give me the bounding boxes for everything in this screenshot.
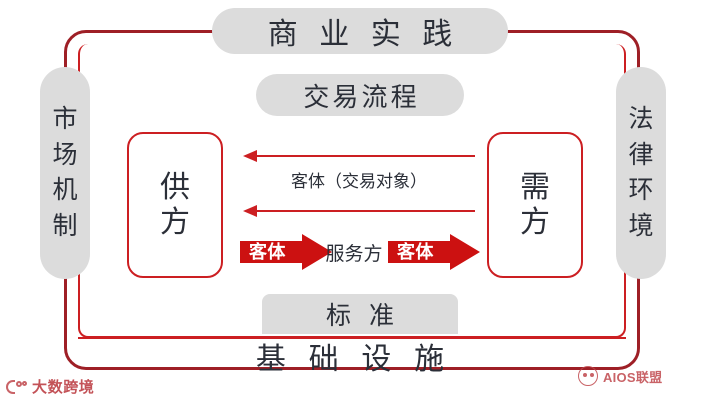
watermark-right: AIOS联盟 — [578, 366, 662, 386]
infrastructure-divider-line — [78, 337, 626, 339]
watermark-right-text: AIOS联盟 — [603, 369, 663, 385]
label-object-transaction-text: 客体（交易对象） — [291, 171, 427, 191]
label-infrastructure-text: 基 础 设 施 — [255, 343, 452, 376]
node-demander-char-1: 需 — [520, 170, 550, 204]
label-object-transaction: 客体（交易对象） — [243, 165, 475, 193]
arrow-object-upper-leftward — [243, 150, 475, 162]
market-mechanism-char-4: 制 — [52, 211, 78, 240]
arrowhead-left-icon — [243, 150, 257, 162]
legal-environment-char-3: 环 — [628, 176, 654, 204]
label-market-mechanism: 市 场 机 制 — [40, 67, 90, 279]
legal-environment-char-1: 法 — [628, 105, 654, 133]
node-supplier: 供 方 — [127, 132, 223, 278]
watermark-left: 大数跨境 — [6, 376, 94, 397]
market-mechanism-char-1: 市 — [52, 105, 78, 133]
label-service-provider: 服务方 — [315, 234, 393, 270]
label-business-practice-text: 商 业 实 践 — [267, 18, 459, 51]
node-demander-char-2: 方 — [520, 206, 550, 239]
watermark-left-text: 大数跨境 — [32, 379, 95, 396]
label-legal-environment: 法 律 环 境 — [616, 67, 666, 279]
arrow-shaft — [255, 210, 475, 212]
label-infrastructure: 基 础 设 施 — [150, 336, 550, 376]
label-standards: 标 准 — [262, 294, 458, 334]
arrowhead-left-icon — [243, 205, 257, 217]
label-business-practice: 商 业 实 践 — [212, 8, 508, 54]
label-transaction-process-text: 交易流程 — [303, 81, 420, 112]
dashukuajing-logo-icon — [6, 378, 28, 396]
node-supplier-char-2: 方 — [160, 206, 190, 239]
label-standards-text: 标 准 — [326, 302, 400, 330]
block-arrow-object-left-text: 客体 — [249, 242, 286, 262]
node-supplier-char-1: 供 — [160, 170, 190, 204]
label-service-provider-text: 服务方 — [325, 243, 383, 265]
arrow-object-lower-leftward — [243, 205, 475, 217]
node-demander: 需 方 — [487, 132, 583, 278]
label-transaction-process: 交易流程 — [256, 74, 464, 116]
legal-environment-char-2: 律 — [628, 140, 654, 169]
market-mechanism-char-2: 场 — [52, 140, 78, 169]
aios-logo-icon — [578, 366, 598, 386]
block-arrow-object-right-text: 客体 — [397, 242, 434, 262]
market-mechanism-char-3: 机 — [52, 176, 78, 204]
arrow-shaft — [255, 155, 475, 157]
legal-environment-char-4: 境 — [628, 211, 654, 240]
